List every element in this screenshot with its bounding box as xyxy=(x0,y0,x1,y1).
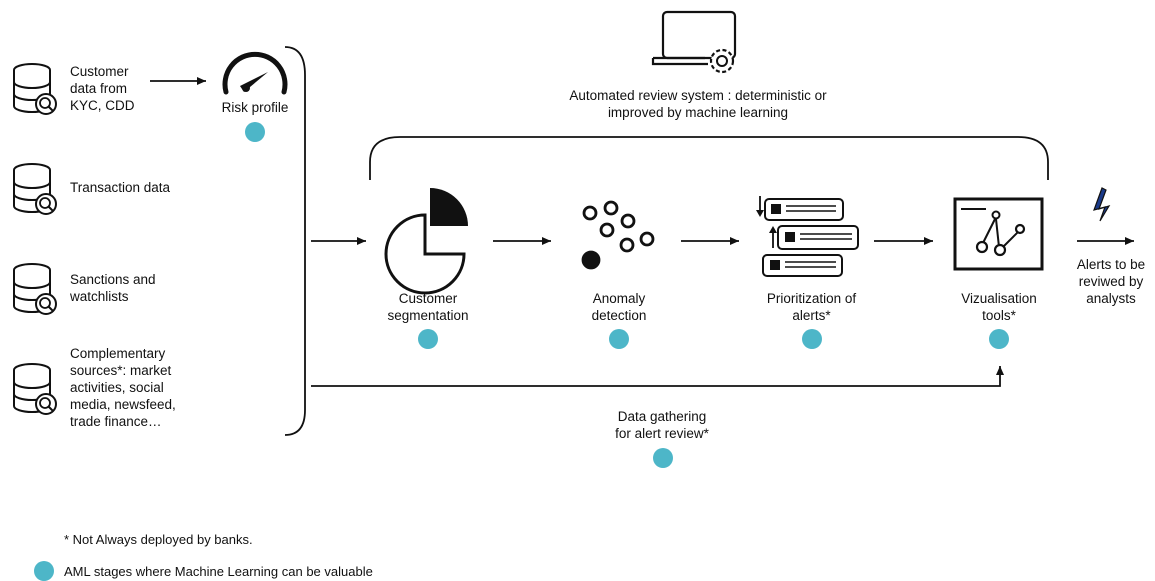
database-search-icon xyxy=(13,363,57,415)
pie-chart-icon xyxy=(384,188,468,295)
legend-dot xyxy=(34,561,54,581)
automated-review-label: Automated review system : deterministic … xyxy=(569,88,827,120)
database-search-icon xyxy=(13,263,57,315)
stage-label-anomaly: Anomaly detection xyxy=(591,291,647,323)
dashboard-graph-icon xyxy=(953,197,1044,271)
ml-indicator-dot xyxy=(418,329,438,349)
source-bracket xyxy=(284,46,306,436)
ml-indicator-dot xyxy=(989,329,1009,349)
database-search-icon xyxy=(13,163,57,215)
ml-indicator-dot xyxy=(609,329,629,349)
stage-label-prioritization: Prioritization of alerts* xyxy=(766,291,857,323)
laptop-gear-icon xyxy=(651,10,737,74)
ml-indicator-dot xyxy=(245,122,265,142)
source-label-sanctions: Sanctions and watchlists xyxy=(70,272,156,304)
stage-label-visualization: Vizualisation tools* xyxy=(961,291,1037,323)
automated-system-bracket xyxy=(369,136,1049,180)
priority-list-icon xyxy=(756,196,859,277)
source-label-transaction-data: Transaction data xyxy=(70,180,171,195)
stage-label-segmentation: Customer segmentation xyxy=(387,291,469,323)
data-gathering-label: Data gathering for alert review* xyxy=(615,409,709,441)
lightning-icon xyxy=(1093,187,1111,222)
output-label-analysts: Alerts to be reviwed by analysts xyxy=(1076,257,1146,306)
legend-label: AML stages where Machine Learning can be… xyxy=(64,564,373,579)
risk-profile-label: Risk profile xyxy=(221,100,289,115)
footnote: * Not Always deployed by banks. xyxy=(64,532,253,547)
gauge-icon xyxy=(222,51,288,95)
database-search-icon xyxy=(13,63,57,115)
scatter-circles-icon xyxy=(581,200,655,270)
ml-indicator-dot xyxy=(653,448,673,468)
source-label-customer-data: Customer data from KYC, CDD xyxy=(70,64,135,113)
ml-indicator-dot xyxy=(802,329,822,349)
source-label-complementary: Complementary sources*: market activitie… xyxy=(70,346,176,429)
data-gathering-arrow xyxy=(311,366,1004,387)
